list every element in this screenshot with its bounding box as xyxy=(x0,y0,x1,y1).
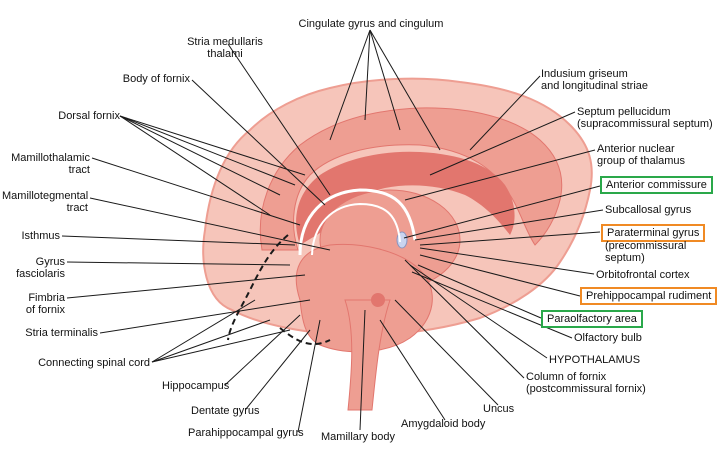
leader-line xyxy=(89,197,331,251)
label-hypothalamus: HYPOTHALAMUS xyxy=(549,354,641,366)
cingulate-gyrus xyxy=(259,107,563,251)
leader-line xyxy=(119,115,296,186)
leader-line xyxy=(419,254,581,297)
label-uncus: Uncus xyxy=(483,403,515,415)
fornix-arc-inner xyxy=(311,202,401,256)
leader-line xyxy=(66,261,291,266)
leader-line xyxy=(297,319,321,433)
leader-line xyxy=(119,115,281,196)
label-hippocampus: Hippocampus xyxy=(162,380,230,392)
label-stria-terminalis: Stria terminalis xyxy=(25,327,98,339)
fornix-arc-outer xyxy=(298,188,417,256)
leader-line xyxy=(429,111,576,176)
leader-line xyxy=(469,75,541,151)
leader-line xyxy=(419,231,601,246)
leader-line xyxy=(419,247,595,275)
leader-line xyxy=(224,314,301,386)
leader-line xyxy=(364,29,371,121)
label-dentate: Dentate gyrus xyxy=(191,405,260,417)
leader-line xyxy=(61,235,296,246)
leader-line xyxy=(414,209,604,241)
leader-line xyxy=(91,157,301,226)
label-paraolfactory: Paraolfactory area xyxy=(541,310,643,328)
label-prehippocampal: Prehippocampal rudiment xyxy=(580,287,718,305)
label-connecting-spinal: Connecting spinal cord xyxy=(38,357,150,369)
leader-line xyxy=(369,29,441,151)
leader-line xyxy=(245,329,311,410)
label-parahippocampal: Parahippocampal gyrus xyxy=(188,427,304,439)
label-dorsal-fornix: Dorsal fornix xyxy=(58,110,120,122)
brainstem xyxy=(344,299,391,411)
stria-terminalis-dashed xyxy=(279,327,331,346)
label-cingulate: Cingulate gyrus and cingulum xyxy=(298,18,444,30)
label-anterior-commissure: Anterior commissure xyxy=(600,176,713,194)
leader-line xyxy=(151,329,291,363)
leader-line xyxy=(119,115,271,216)
leader-line xyxy=(369,29,401,131)
label-column-fornix: Column of fornix(postcommissural fornix) xyxy=(526,371,646,395)
leader-line xyxy=(329,29,371,141)
label-paraterminal: Paraterminal gyrus xyxy=(601,224,706,242)
leader-line xyxy=(403,185,601,239)
leader-line xyxy=(191,79,326,206)
leader-line xyxy=(417,264,542,319)
label-orbitofrontal: Orbitofrontal cortex xyxy=(596,269,690,281)
label-amygdaloid: Amygdaloid body xyxy=(401,418,486,430)
label-isthmus: Isthmus xyxy=(21,230,60,242)
leader-line xyxy=(379,319,446,421)
corpus-callosum xyxy=(296,151,515,245)
label-septum: Septum pellucidum(supracommissural septu… xyxy=(577,106,713,130)
mamillary-body-shape xyxy=(371,293,385,307)
label-body-fornix: Body of fornix xyxy=(122,73,190,85)
leader-line xyxy=(404,259,525,379)
label-mamillary: Mamillary body xyxy=(321,431,395,443)
leader-line xyxy=(151,299,256,363)
label-subcallosal: Subcallosal gyrus xyxy=(605,204,692,216)
leader-line xyxy=(227,43,331,196)
leader-line xyxy=(151,319,271,363)
leader-line xyxy=(119,115,306,176)
leader-line xyxy=(66,274,306,299)
leader-line xyxy=(99,299,311,334)
leader-line xyxy=(359,309,366,431)
leader-line xyxy=(394,299,499,406)
leader-lines xyxy=(61,29,604,433)
leader-line xyxy=(404,149,596,201)
label-olfactory-bulb: Olfactory bulb xyxy=(574,332,642,344)
